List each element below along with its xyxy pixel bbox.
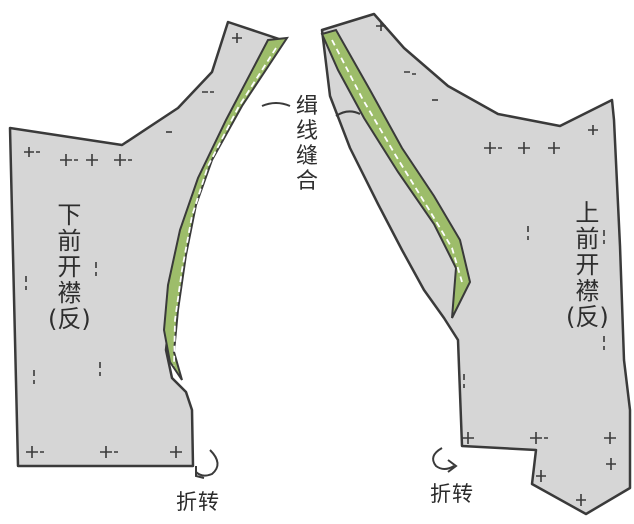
right-piece-label: 上 前 开 襟 (反) xyxy=(566,200,609,330)
seam-note-char: 缉 xyxy=(296,94,319,119)
right-stitch-line xyxy=(331,39,463,283)
left-piece-label-char: 下 xyxy=(57,201,82,229)
marks-right xyxy=(376,21,616,506)
seam-pointer-left xyxy=(261,102,291,107)
seam-note-char: 缝 xyxy=(296,144,319,169)
right-piece-label-char: (反) xyxy=(566,303,609,331)
layout-marks xyxy=(24,21,616,506)
marks-left xyxy=(24,33,242,458)
left-piece-label-char: 开 xyxy=(57,253,82,281)
seam-note: 缉 线 缝 合 xyxy=(296,94,318,194)
left-facing-strip xyxy=(162,36,290,381)
left-piece-label-char: (反) xyxy=(48,305,91,333)
left-piece-label-char: 前 xyxy=(57,227,82,255)
fold-label-right: 折转 xyxy=(430,482,474,506)
right-facing-strip xyxy=(320,28,472,319)
right-piece-label-char: 上 xyxy=(575,199,600,227)
seam-note-char: 合 xyxy=(296,169,319,194)
seam-note-char: 线 xyxy=(296,119,319,144)
left-stitch-line xyxy=(173,47,277,367)
right-piece-label-char: 开 xyxy=(575,251,600,279)
fold-arrow-right-icon xyxy=(432,447,458,473)
fold-label-left: 折转 xyxy=(176,490,220,514)
fold-arrow-left-icon xyxy=(195,449,219,479)
right-pattern-piece xyxy=(320,12,632,516)
right-piece-label-char: 前 xyxy=(575,225,600,253)
seam-pointer-right xyxy=(335,110,361,117)
left-piece-label-char: 襟 xyxy=(57,279,82,307)
left-piece-label: 下 前 开 襟 (反) xyxy=(48,202,91,332)
right-piece-label-char: 襟 xyxy=(575,277,600,305)
